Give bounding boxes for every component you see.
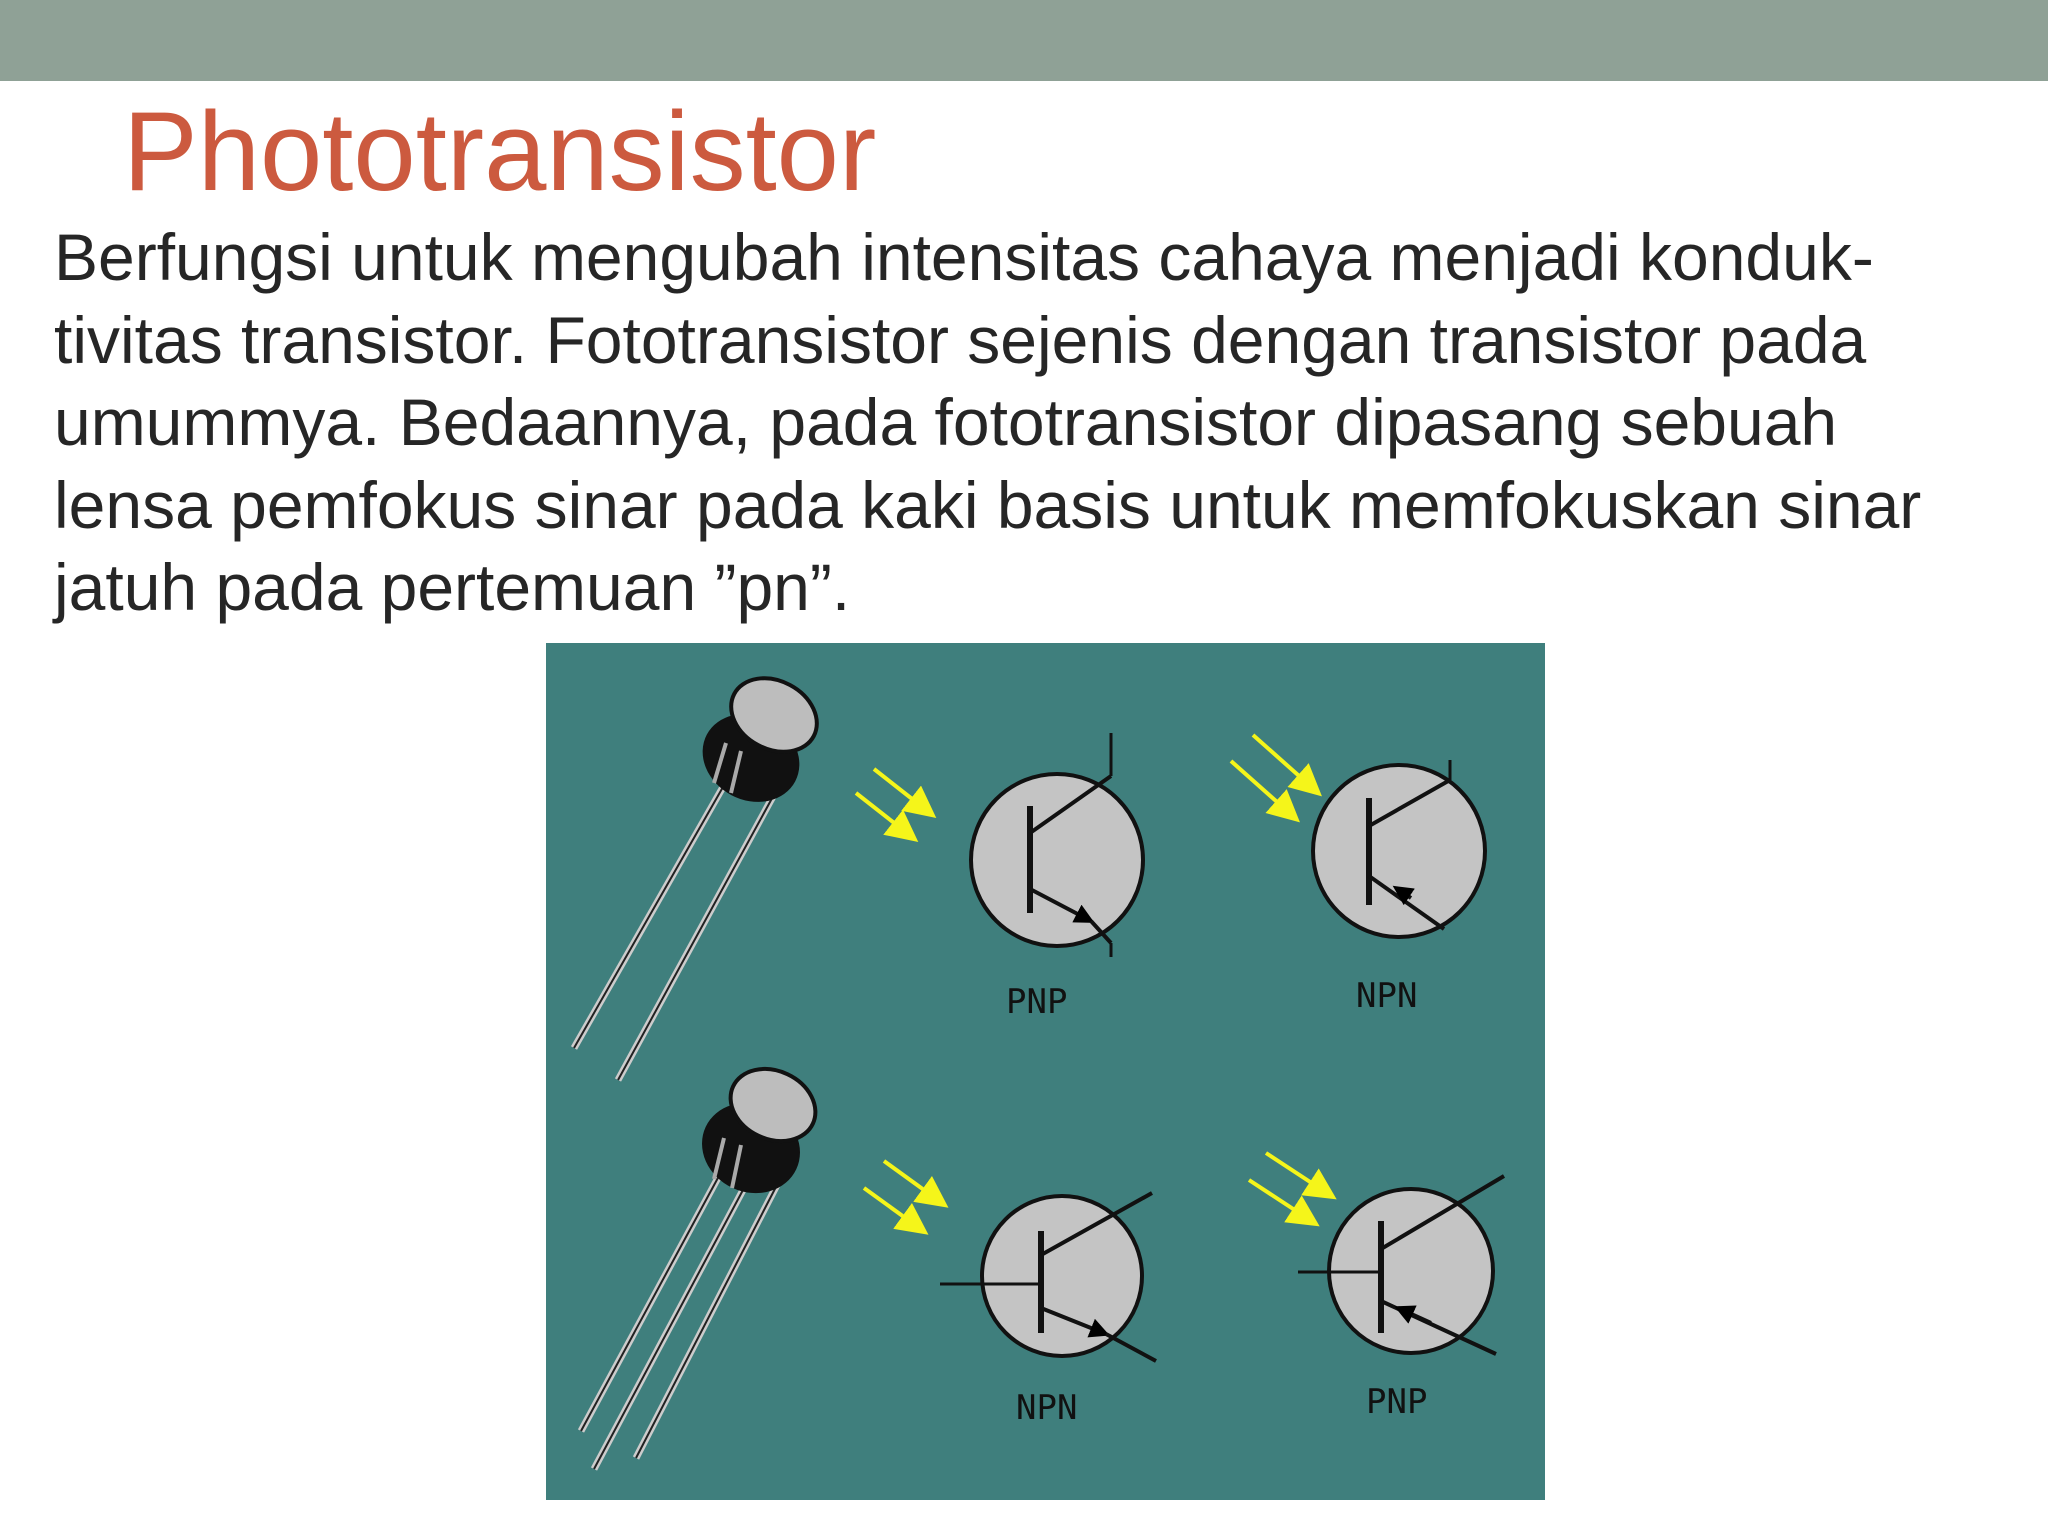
phototransistor-2-lead-component xyxy=(570,676,819,1082)
body-line: tivitas transistor. Fototransistor sejen… xyxy=(54,302,1867,377)
slide-title: Phototransistor xyxy=(123,89,877,214)
transistor-symbol-bottom-left xyxy=(862,1159,1157,1363)
body-line: lensa pemfokus sinar pada kaki basis unt… xyxy=(54,467,1922,542)
transistor-symbol-bottom-right xyxy=(1247,1151,1506,1356)
transistor-symbol-top-right xyxy=(1229,733,1487,939)
label-npn-bottom: NPN xyxy=(1016,1388,1077,1428)
body-line: jatuh pada pertemuan ”pn”. xyxy=(54,550,851,624)
header-bar xyxy=(0,0,2048,81)
body-line: Berfungsi untuk mengubah intensitas caha… xyxy=(54,220,1874,294)
body-line: umummya. Bedaannya, pada fototransistor … xyxy=(54,385,1838,459)
phototransistor-3-lead-component xyxy=(577,1067,818,1471)
body-paragraph: Berfungsi untuk mengubah intensitas caha… xyxy=(54,216,2014,629)
label-pnp-bottom: PNP xyxy=(1366,1382,1427,1422)
label-npn-top: NPN xyxy=(1356,976,1417,1016)
transistor-symbol-top-left xyxy=(854,733,1145,957)
phototransistor-figure: PNP NPN NPN xyxy=(546,643,1545,1500)
label-pnp-top: PNP xyxy=(1006,982,1067,1022)
